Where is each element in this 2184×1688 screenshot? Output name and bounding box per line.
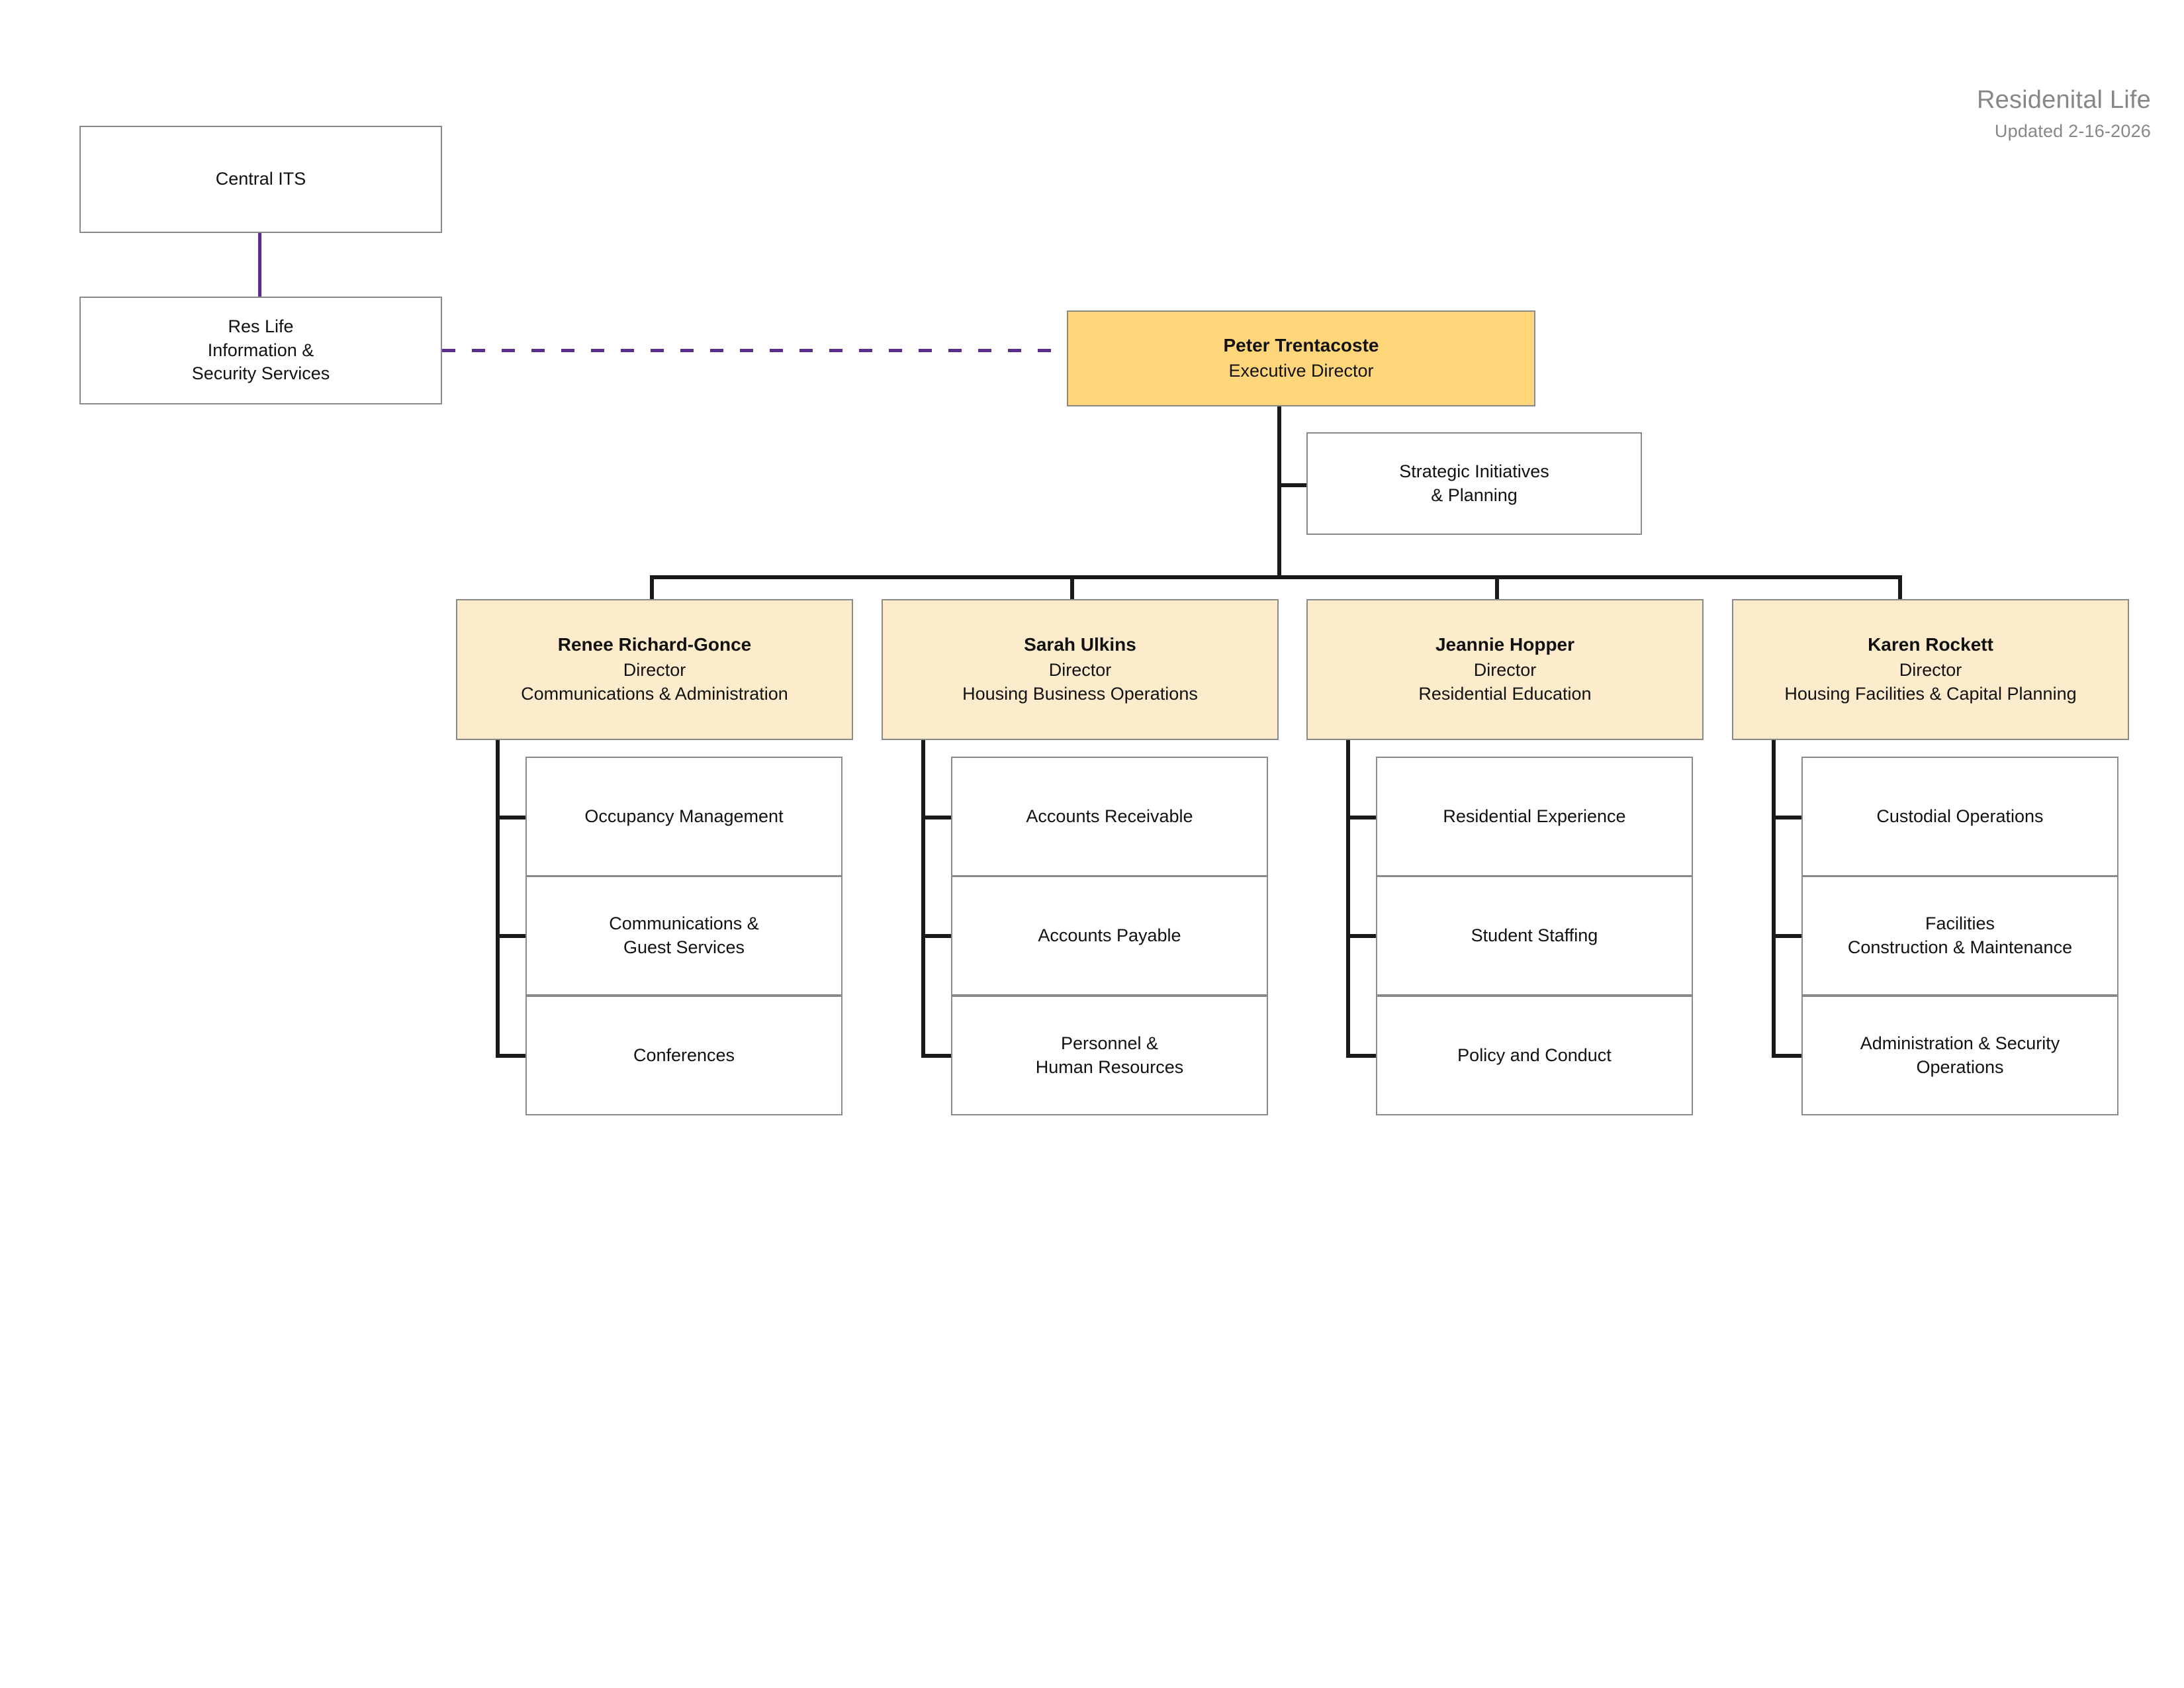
executive-title: Executive Director — [1228, 361, 1374, 381]
connector-spine-3 — [1346, 740, 1350, 1058]
connector-stub-1-3 — [496, 1054, 527, 1058]
node-line-1: Res Life — [228, 316, 294, 337]
node-line-1: Student Staffing — [1471, 925, 1598, 945]
director-name: Sarah Ulkins — [1024, 634, 1136, 655]
node-executive-director[interactable]: Peter Trentacoste Executive Director — [1067, 310, 1535, 406]
connector-stub-1-1 — [496, 816, 527, 820]
connector-its-to-reslife — [258, 233, 261, 297]
connector-bus-drop-3 — [1495, 575, 1499, 600]
node-report-1-1[interactable]: Occupancy Management — [525, 757, 842, 876]
connector-stub-2-2 — [921, 934, 952, 938]
node-line-1: Conferences — [633, 1045, 735, 1065]
connector-stub-1-2 — [496, 934, 527, 938]
director-name: Renee Richard-Gonce — [557, 634, 752, 655]
node-report-3-1[interactable]: Residential Experience — [1376, 757, 1693, 876]
node-line-1: Occupancy Management — [584, 806, 784, 826]
node-line-2: Operations — [1916, 1056, 2004, 1077]
director-unit: Housing Business Operations — [962, 683, 1198, 704]
node-line-3: Security Services — [191, 363, 330, 384]
node-report-4-3[interactable]: Administration & Security Operations — [1801, 996, 2118, 1115]
connector-stub-3-2 — [1346, 934, 1377, 938]
dotted-connector-reslife-to-executive — [442, 349, 1067, 352]
node-line-1: Central ITS — [215, 169, 306, 189]
node-line-1: Accounts Receivable — [1026, 806, 1193, 826]
node-report-2-2[interactable]: Accounts Payable — [951, 876, 1268, 996]
director-name: Karen Rockett — [1868, 634, 1993, 655]
connector-spine-2 — [921, 740, 925, 1058]
connector-stub-4-3 — [1772, 1054, 1803, 1058]
node-report-1-3[interactable]: Conferences — [525, 996, 842, 1115]
connector-stub-4-1 — [1772, 816, 1803, 820]
node-line-1: Custodial Operations — [1876, 806, 2044, 826]
connector-stub-2-3 — [921, 1054, 952, 1058]
node-line-2: & Planning — [1431, 485, 1518, 505]
node-strategic-initiatives[interactable]: Strategic Initiatives & Planning — [1306, 432, 1642, 535]
node-line-2: Human Resources — [1035, 1056, 1184, 1077]
connector-stub-4-2 — [1772, 934, 1803, 938]
director-name: Jeannie Hopper — [1435, 634, 1575, 655]
node-report-2-1[interactable]: Accounts Receivable — [951, 757, 1268, 876]
node-line-2: Information & — [207, 340, 314, 360]
connector-stub-3-1 — [1346, 816, 1377, 820]
director-unit: Communications & Administration — [521, 683, 788, 704]
node-report-2-3[interactable]: Personnel & Human Resources — [951, 996, 1268, 1115]
node-line-1: Personnel & — [1060, 1033, 1159, 1053]
connector-executive-to-strategic — [1277, 483, 1309, 487]
connector-spine-1 — [496, 740, 500, 1058]
director-title: Director — [1048, 660, 1112, 680]
connector-bus-drop-4 — [1898, 575, 1902, 600]
page-title: Residenital Life — [1976, 86, 2151, 114]
node-line-1: Accounts Payable — [1038, 925, 1181, 945]
connector-bus-drop-2 — [1070, 575, 1074, 600]
node-line-2: Guest Services — [623, 937, 745, 957]
node-report-4-2[interactable]: Facilities Construction & Maintenance — [1801, 876, 2118, 996]
director-title: Director — [1473, 660, 1537, 680]
node-line-1: Strategic Initiatives — [1399, 461, 1549, 481]
director-unit: Residential Education — [1418, 683, 1592, 704]
last-updated-label: Updated 2-16-2026 — [1994, 120, 2151, 141]
connector-director-bus — [650, 575, 1902, 579]
connector-stub-2-1 — [921, 816, 952, 820]
director-title: Director — [1899, 660, 1962, 680]
connector-stub-3-3 — [1346, 1054, 1377, 1058]
node-director-1[interactable]: Renee Richard-Gonce Director Communicati… — [456, 599, 853, 740]
executive-name: Peter Trentacoste — [1223, 335, 1379, 356]
node-central-its[interactable]: Central ITS — [79, 126, 442, 233]
node-director-3[interactable]: Jeannie Hopper Director Residential Educ… — [1306, 599, 1704, 740]
node-line-1: Administration & Security — [1860, 1033, 2060, 1053]
connector-bus-drop-1 — [650, 575, 654, 600]
node-line-1: Facilities — [1925, 913, 1995, 933]
node-line-1: Residential Experience — [1443, 806, 1626, 826]
node-line-2: Construction & Maintenance — [1847, 937, 2073, 957]
node-res-life-info-security[interactable]: Res Life Information & Security Services — [79, 297, 442, 404]
director-title: Director — [623, 660, 686, 680]
node-line-1: Policy and Conduct — [1457, 1045, 1612, 1065]
node-director-2[interactable]: Sarah Ulkins Director Housing Business O… — [882, 599, 1279, 740]
node-report-3-3[interactable]: Policy and Conduct — [1376, 996, 1693, 1115]
node-report-3-2[interactable]: Student Staffing — [1376, 876, 1693, 996]
connector-executive-trunk — [1277, 406, 1281, 579]
chart-header: Residenital Life Updated 2-16-2026 — [1688, 86, 2151, 142]
node-line-1: Communications & — [609, 913, 759, 933]
node-report-4-1[interactable]: Custodial Operations — [1801, 757, 2118, 876]
node-director-4[interactable]: Karen Rockett Director Housing Facilitie… — [1732, 599, 2129, 740]
connector-spine-4 — [1772, 740, 1776, 1058]
node-report-1-2[interactable]: Communications & Guest Services — [525, 876, 842, 996]
director-unit: Housing Facilities & Capital Planning — [1784, 683, 2077, 704]
